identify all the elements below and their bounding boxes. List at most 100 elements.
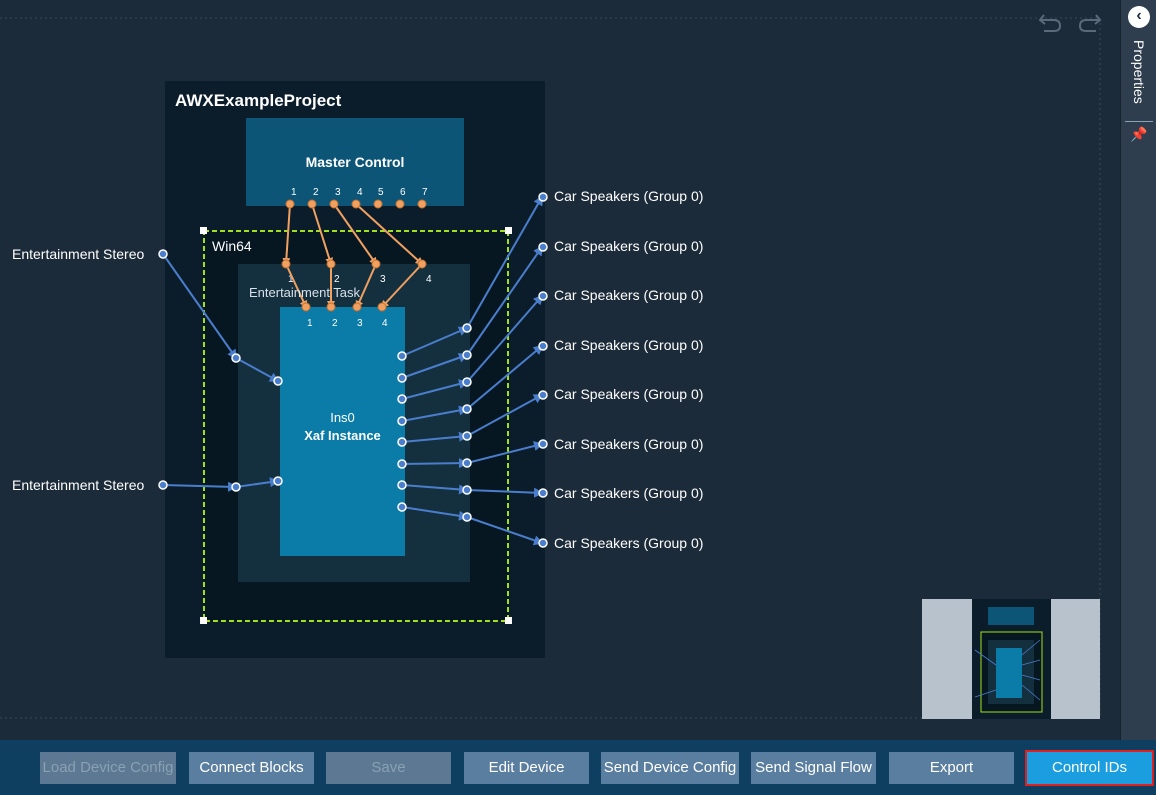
signal-pin: [462, 377, 472, 387]
control-wire: [282, 203, 291, 266]
control-pin: [307, 199, 317, 209]
input-label: Entertainment Stereo: [12, 246, 145, 262]
signal-pin: [538, 192, 548, 202]
edit-device-button[interactable]: Edit Device: [464, 752, 589, 784]
selection-handle: [505, 227, 512, 234]
chevron-left-icon[interactable]: ‹: [1128, 6, 1150, 28]
selection-handle: [505, 617, 512, 624]
signal-wire: [466, 487, 544, 498]
signal-pin: [231, 353, 241, 363]
signal-pin: [462, 512, 472, 522]
pin-icon[interactable]: 📌: [1125, 121, 1153, 146]
master-control-label: Master Control: [305, 154, 405, 170]
signal-wire: [466, 394, 544, 437]
mc-pin-label: 2: [313, 187, 319, 198]
signal-wire: [401, 431, 469, 443]
control-pin: [326, 259, 336, 269]
control-pin: [377, 302, 387, 312]
control-pin: [326, 302, 336, 312]
signal-pin: [538, 242, 548, 252]
control-pin: [371, 259, 381, 269]
properties-title-text: Properties: [1131, 40, 1147, 104]
task-pin-label: 1: [307, 318, 313, 329]
bottom-toolbar: Load Device Config Connect Blocks Save E…: [0, 740, 1156, 795]
xaf-instance-label: Xaf Instance: [304, 428, 381, 443]
win64-pin-label: 3: [380, 274, 386, 285]
control-ids-button[interactable]: Control IDs: [1025, 750, 1154, 786]
control-wire: [285, 263, 308, 309]
properties-panel[interactable]: ‹ Properties 📌: [1120, 0, 1156, 740]
signal-pin: [273, 376, 283, 386]
design-canvas[interactable]: 1 2 3 4 5 6 7 1 2 3 4 1 2 3 4: [0, 0, 1120, 740]
signal-pin: [397, 394, 407, 404]
mc-pin-label: 5: [378, 187, 384, 198]
control-pin: [351, 199, 361, 209]
signal-pin: [397, 502, 407, 512]
output-label: Car Speakers (Group 0): [554, 436, 704, 452]
output-label: Car Speakers (Group 0): [554, 287, 704, 303]
export-button[interactable]: Export: [889, 752, 1014, 784]
properties-title[interactable]: Properties: [1121, 40, 1156, 110]
signal-wire: [401, 458, 469, 469]
task-pin-label: 3: [357, 318, 363, 329]
signal-pin: [397, 459, 407, 469]
signal-pin: [538, 390, 548, 400]
signal-wire: [401, 506, 469, 521]
output-label: Car Speakers (Group 0): [554, 188, 704, 204]
redo-icon[interactable]: [1078, 14, 1102, 32]
save-button[interactable]: Save: [326, 752, 451, 784]
signal-flow-diagram[interactable]: 1 2 3 4 5 6 7 1 2 3 4 1 2 3 4: [0, 0, 1120, 740]
control-wire: [355, 203, 424, 266]
send-signal-flow-button[interactable]: Send Signal Flow: [751, 752, 876, 784]
output-label: Car Speakers (Group 0): [554, 386, 704, 402]
mc-pin-label: 4: [357, 187, 363, 198]
control-pin: [395, 199, 405, 209]
control-pins: [281, 199, 427, 312]
signal-pin: [462, 485, 472, 495]
undo-icon[interactable]: [1038, 14, 1062, 32]
signal-wire: [401, 484, 469, 495]
input-label: Entertainment Stereo: [12, 477, 145, 493]
win64-pin-label: 4: [426, 274, 432, 285]
minimap[interactable]: [922, 599, 1100, 719]
load-device-config-button[interactable]: Load Device Config: [40, 752, 176, 784]
signal-wire: [401, 326, 469, 357]
task-pin-label: 4: [382, 318, 388, 329]
signal-wire: [466, 245, 544, 356]
signal-wire: [466, 195, 543, 329]
selection-outline: [203, 230, 509, 622]
mc-pin-label: 7: [422, 187, 428, 198]
signal-wire: [162, 481, 238, 492]
output-label: Car Speakers (Group 0): [554, 337, 704, 353]
send-device-config-button[interactable]: Send Device Config: [601, 752, 739, 784]
project-title: AWXExampleProject: [175, 91, 342, 110]
control-pin: [301, 302, 311, 312]
signal-pin: [462, 404, 472, 414]
signal-pin: [397, 351, 407, 361]
control-wire: [380, 263, 423, 309]
control-wire: [311, 203, 334, 266]
xaf-instance-block[interactable]: [280, 307, 405, 556]
signal-pin: [462, 323, 472, 333]
signal-pin: [462, 458, 472, 468]
control-pin: [417, 199, 427, 209]
signal-wires: [162, 195, 544, 546]
signal-wire: [162, 253, 238, 360]
output-label: Car Speakers (Group 0): [554, 535, 704, 551]
control-wire: [355, 263, 377, 309]
signal-pin: [538, 341, 548, 351]
master-control-block[interactable]: [246, 118, 464, 206]
signal-pin: [538, 488, 548, 498]
mc-pin-label: 6: [400, 187, 406, 198]
connect-blocks-button[interactable]: Connect Blocks: [189, 752, 314, 784]
signal-wire: [235, 477, 280, 488]
task-pin-label: 2: [332, 318, 338, 329]
signal-wire: [466, 344, 544, 410]
signal-wire: [401, 379, 469, 400]
xaf-instance-id: Ins0: [330, 410, 355, 425]
signal-pin: [538, 291, 548, 301]
control-pin: [285, 199, 295, 209]
selection-handle: [200, 617, 207, 624]
signal-wire: [401, 352, 469, 379]
signal-pin: [397, 416, 407, 426]
